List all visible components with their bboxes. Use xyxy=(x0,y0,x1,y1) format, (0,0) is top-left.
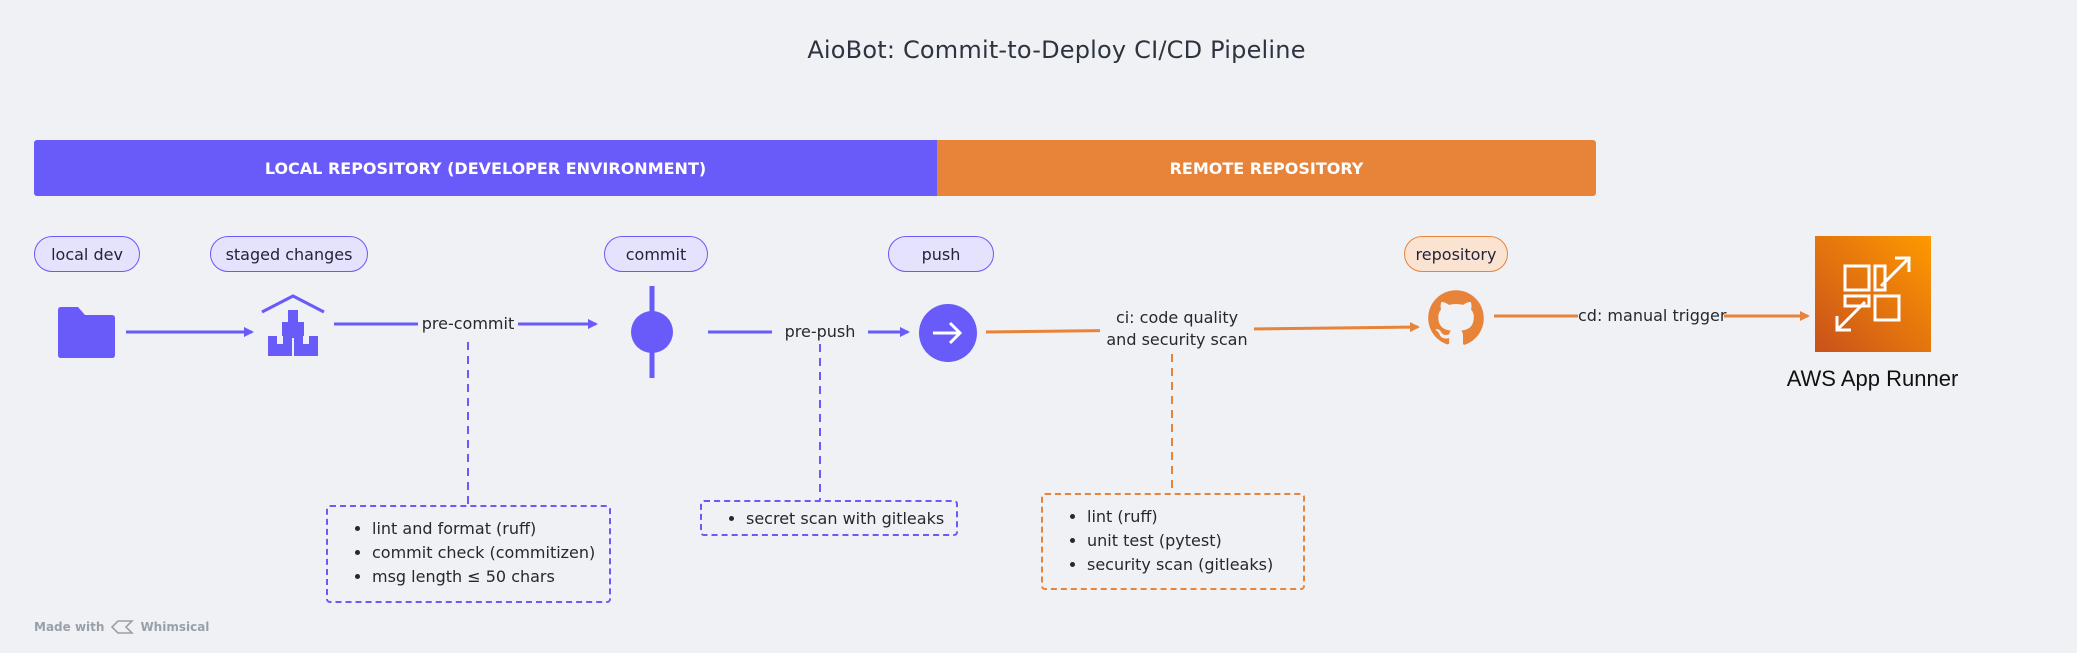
stage-commit: commit xyxy=(604,236,708,272)
edge-label-ci-line1: ci: code quality xyxy=(1115,308,1239,327)
edge-label-pre-push: pre-push xyxy=(772,321,868,343)
note-item: lint and format (ruff) xyxy=(372,517,595,541)
edge-label-pre-commit: pre-commit xyxy=(418,313,518,335)
note-item: unit test (pytest) xyxy=(1087,529,1289,553)
pre-commit-checks-note: lint and format (ruff) commit check (com… xyxy=(326,505,611,603)
made-with-text: Made with xyxy=(34,620,105,634)
aws-app-runner-icon xyxy=(1815,236,1931,352)
pre-push-checks-note: secret scan with gitleaks xyxy=(700,500,958,536)
push-arrow-icon xyxy=(919,304,977,362)
note-item: security scan (gitleaks) xyxy=(1087,553,1289,577)
stage-push: push xyxy=(888,236,994,272)
edge-label-cd: cd: manual trigger xyxy=(1578,305,1727,327)
edge-label-ci: ci: code quality and security scan xyxy=(1100,307,1254,351)
note-item: commit check (commitizen) xyxy=(372,541,595,565)
whimsical-brand-text: Whimsical xyxy=(140,620,210,634)
whimsical-logo-icon xyxy=(111,620,135,634)
whimsical-footer[interactable]: Made with Whimsical xyxy=(34,620,209,634)
github-icon xyxy=(1428,290,1484,345)
ci-checks-note: lint (ruff) unit test (pytest) security … xyxy=(1041,493,1305,590)
stage-staged-changes: staged changes xyxy=(210,236,368,272)
diagram-title: AioBot: Commit-to-Deploy CI/CD Pipeline xyxy=(807,36,1306,64)
note-item: lint (ruff) xyxy=(1087,505,1289,529)
note-item: msg length ≤ 50 chars xyxy=(372,565,595,589)
aws-app-runner-label: AWS App Runner xyxy=(1786,366,1959,391)
remote-repository-band: REMOTE REPOSITORY xyxy=(937,140,1596,196)
edge-label-ci-line2: and security scan xyxy=(1106,330,1248,349)
local-repository-band: LOCAL REPOSITORY (DEVELOPER ENVIRONMENT) xyxy=(34,140,937,196)
commit-icon xyxy=(631,286,673,378)
note-item: secret scan with gitleaks xyxy=(746,507,944,531)
boxes-icon xyxy=(261,294,325,356)
stage-repository: repository xyxy=(1404,236,1508,272)
stage-local-dev: local dev xyxy=(34,236,140,272)
folder-icon xyxy=(58,307,115,358)
